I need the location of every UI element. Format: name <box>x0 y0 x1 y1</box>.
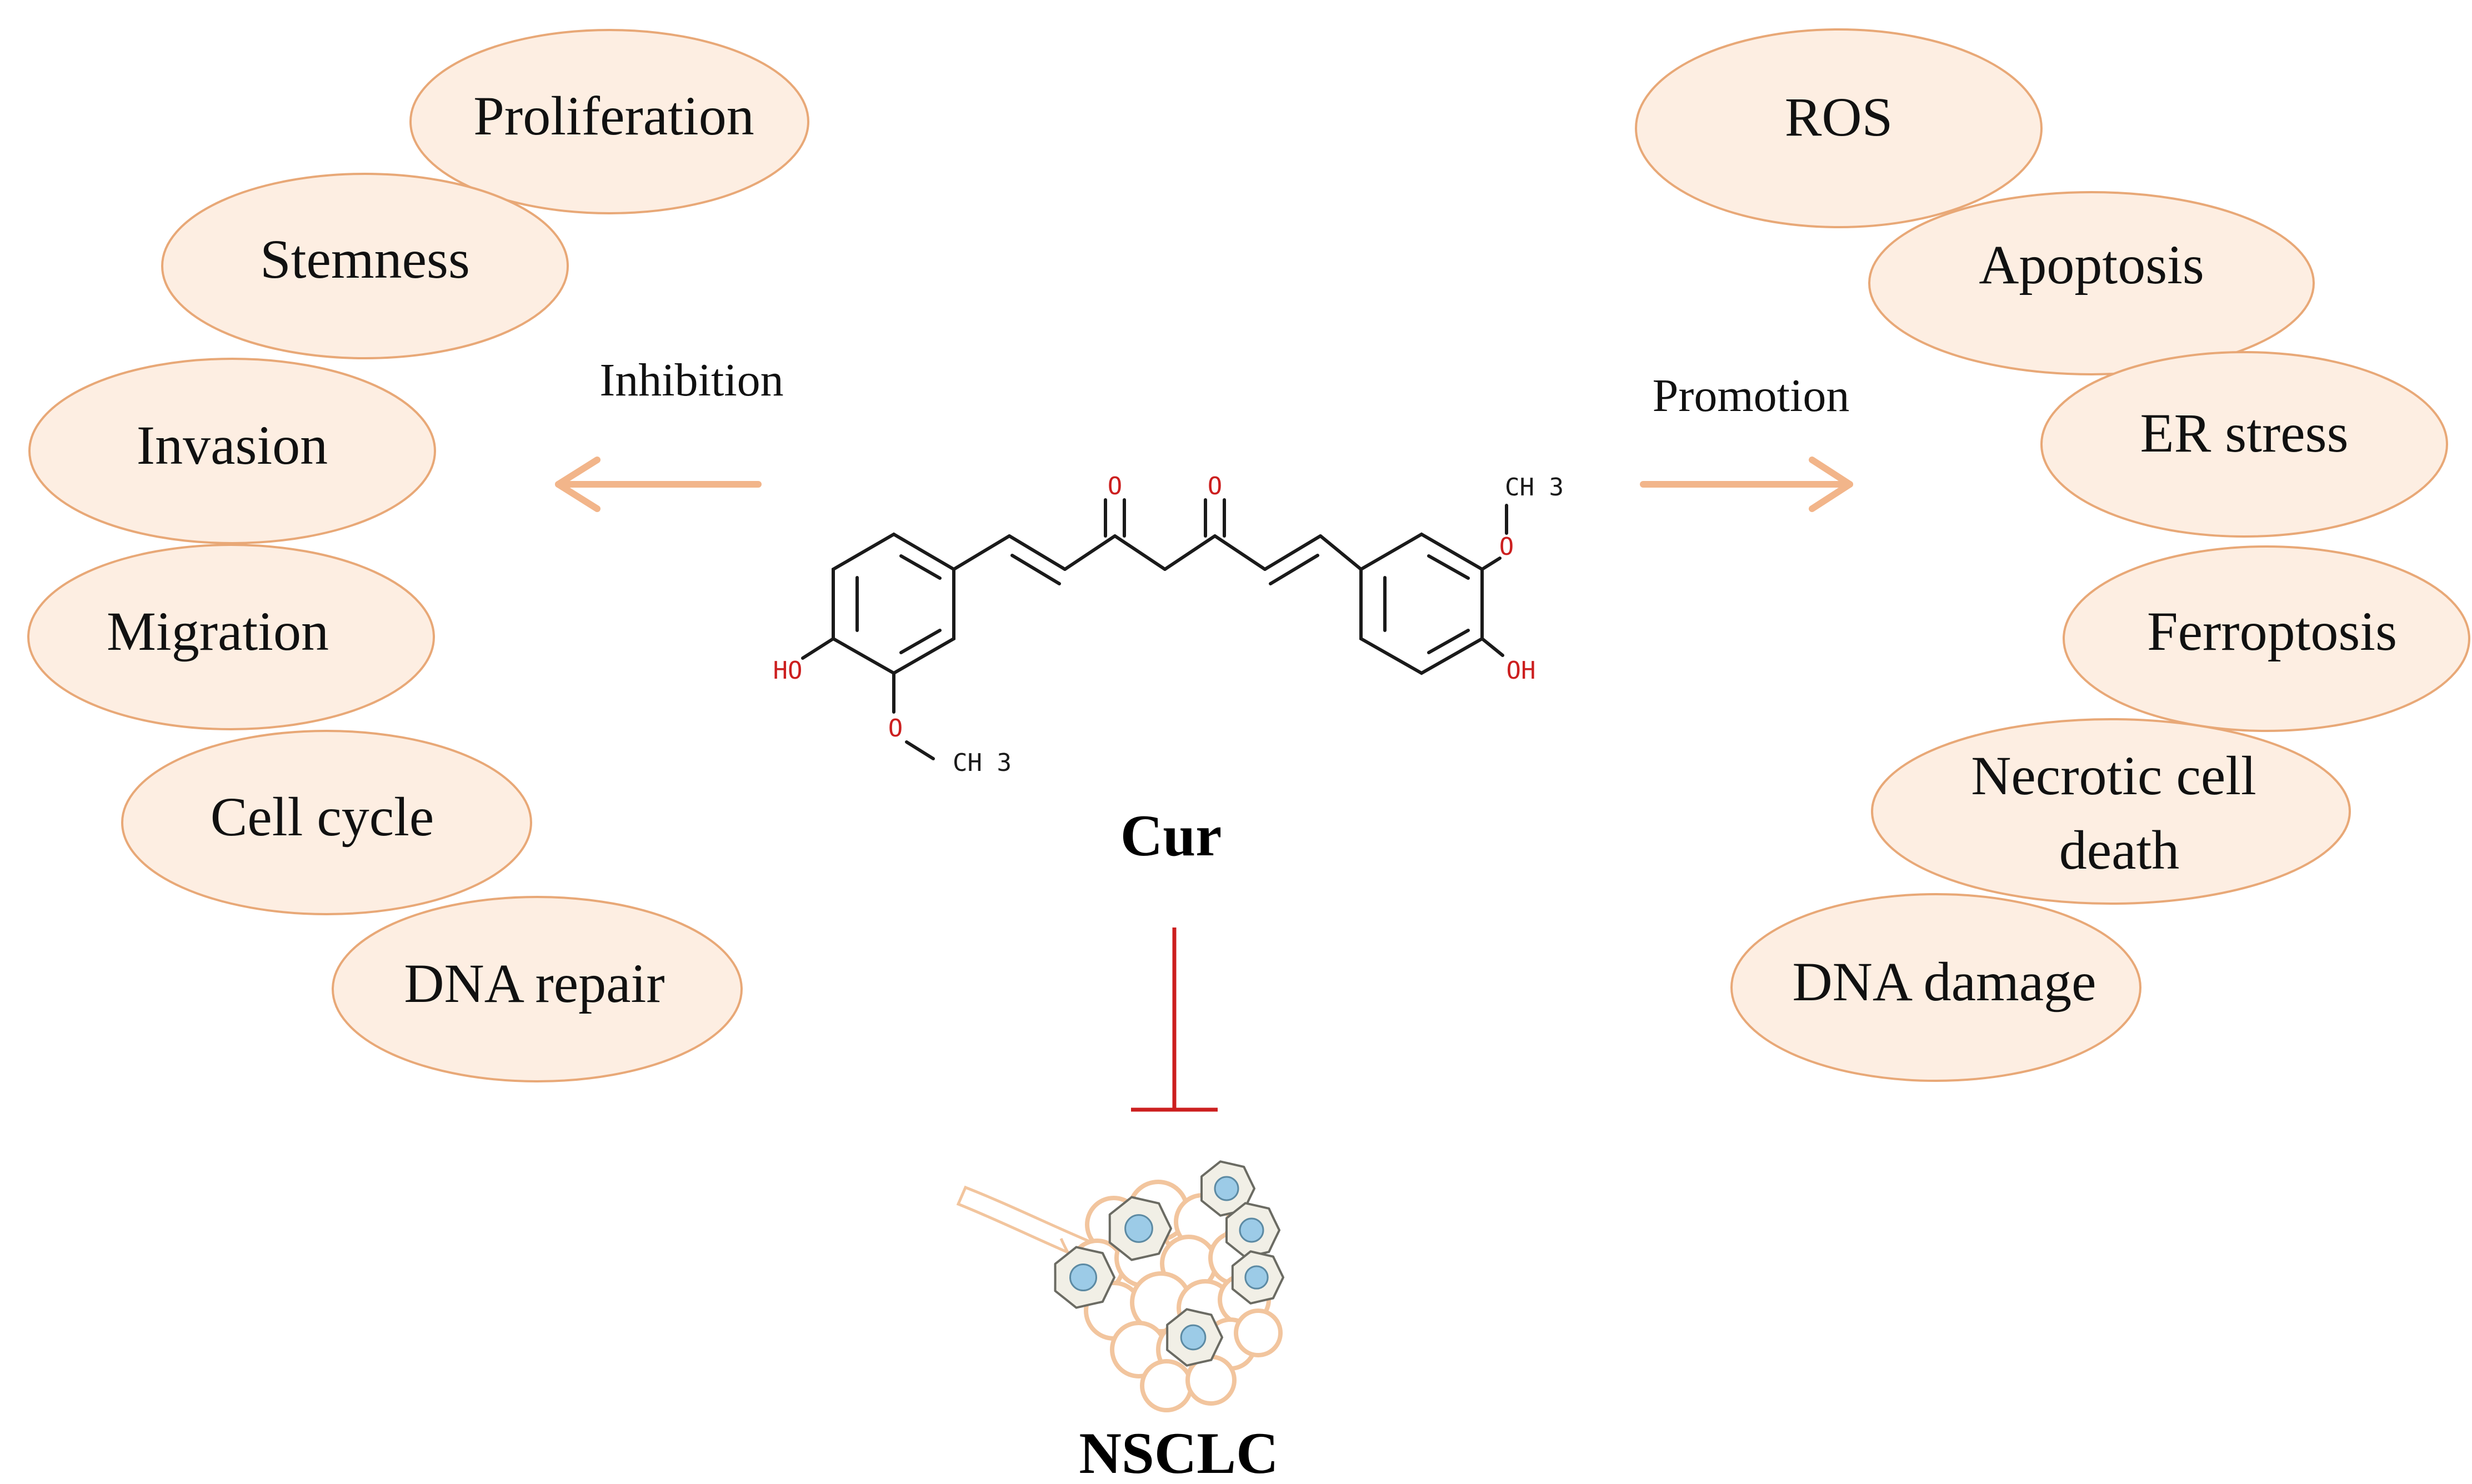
label-dna-repair: DNA repair <box>404 952 664 1014</box>
alveolus <box>1140 1359 1193 1412</box>
ellipse-dna-damage <box>1730 893 2141 1082</box>
alveoli-cancer-cells-icon <box>956 1160 1284 1412</box>
right-ring-outline <box>1359 532 1484 675</box>
left-methyl-bond <box>905 740 935 760</box>
process-ferroptosis: Ferroptosis <box>2063 545 2470 732</box>
left-ring-inner-bond-3 <box>899 629 942 654</box>
chain-bond-1 <box>952 534 1011 571</box>
ellipse-apoptosis <box>1868 191 2315 375</box>
process-proliferation: Proliferation <box>409 29 809 214</box>
label-ferroptosis: Ferroptosis <box>2147 600 2397 662</box>
cancer-cell-nucleus <box>1069 1263 1098 1292</box>
label-death: death <box>2059 819 2180 881</box>
inhibition-label: Inhibition <box>599 354 783 406</box>
ellipse-ros <box>1635 28 2043 228</box>
process-ros: ROS <box>1635 28 2043 228</box>
right-ring-inner-bond-2 <box>1427 554 1470 580</box>
process-necrotic-cell-death: Necrotic cell death <box>1871 718 2351 905</box>
right-methoxy-bond <box>1480 556 1502 571</box>
cancer-cell-nucleus <box>1244 1265 1269 1290</box>
left-ring-inner-bond-2 <box>899 554 942 580</box>
ellipse-migration <box>27 544 435 730</box>
atom-ho-left: HO <box>773 656 803 685</box>
promotion-arrow <box>1640 457 1853 512</box>
right-ring-inner-bond-3 <box>1427 629 1470 654</box>
label-migration: Migration <box>107 600 329 662</box>
alveolus <box>1234 1308 1283 1357</box>
label-dna-damage: DNA damage <box>1792 951 2096 1012</box>
curcumin-structure: O O HO O CH 3 O CH 3 OH <box>773 472 1564 777</box>
atom-o-methoxy-left: O <box>888 714 903 743</box>
inhibition-arrow-head <box>555 457 601 512</box>
ellipse-necrotic-cell-death <box>1871 718 2351 905</box>
atom-ch3-right: CH 3 <box>1505 473 1564 502</box>
cancer-cells <box>1054 1160 1284 1367</box>
label-apoptosis: Apoptosis <box>1979 234 2204 295</box>
ellipse-dna-repair <box>332 896 743 1082</box>
cancer-cell <box>1054 1246 1115 1309</box>
process-dna-repair: DNA repair <box>332 896 743 1082</box>
ellipse-cell-cycle <box>121 730 532 915</box>
ellipse-ferroptosis <box>2063 545 2470 732</box>
atom-o-top-right: O <box>1208 472 1223 500</box>
process-stemness: Stemness <box>161 173 569 359</box>
label-stemness: Stemness <box>260 228 470 290</box>
right-hydroxyl-bond <box>1480 637 1504 657</box>
chain-bond-3 <box>1063 534 1117 571</box>
label-invasion: Invasion <box>137 414 328 476</box>
atom-oh-right: OH <box>1507 656 1536 685</box>
chain-bond-2-double <box>1010 554 1061 585</box>
cancer-cell-nucleus <box>1180 1324 1207 1351</box>
atom-o-methoxy-right: O <box>1499 533 1514 561</box>
label-proliferation: Proliferation <box>473 85 754 147</box>
process-cell-cycle: Cell cycle <box>121 730 532 915</box>
cancer-cell <box>1225 1202 1280 1259</box>
ellipse-stemness <box>161 173 569 359</box>
promotion-label: Promotion <box>1653 370 1850 422</box>
atom-o-top-left: O <box>1108 472 1123 500</box>
chain-bond-4 <box>1113 534 1167 571</box>
chain-bond-8 <box>1319 534 1363 571</box>
promotion-arrow-head <box>1809 457 1853 512</box>
promoted-processes: ROS Apoptosis ER stress Ferroptosis Necr… <box>1635 28 2470 1082</box>
atom-ch3-left: CH 3 <box>953 749 1012 777</box>
chain-bond-6 <box>1213 534 1267 571</box>
cancer-cell <box>1200 1160 1255 1217</box>
process-migration: Migration <box>27 544 435 730</box>
inhibition-arrow <box>555 457 762 512</box>
chain-bond-7-double <box>1269 554 1319 585</box>
cancer-cell <box>1166 1308 1223 1367</box>
ellipse-invasion <box>28 358 436 544</box>
process-dna-damage: DNA damage <box>1730 893 2141 1082</box>
label-necrotic-cell: Necrotic cell <box>1971 745 2256 806</box>
cancer-cell-nucleus <box>1239 1217 1264 1243</box>
cancer-cell <box>1231 1250 1284 1305</box>
label-er-stress: ER stress <box>2140 402 2349 464</box>
label-ros: ROS <box>1785 86 1893 148</box>
cancer-cell-nucleus <box>1214 1176 1239 1201</box>
process-er-stress: ER stress <box>2040 351 2448 538</box>
target-label: NSCLC <box>1079 1421 1278 1484</box>
inhibited-processes: Proliferation Stemness Invasion Migratio… <box>27 29 809 1082</box>
inhibition-t-bar-icon <box>1131 927 1218 1112</box>
label-cell-cycle: Cell cycle <box>211 786 434 848</box>
ellipse-proliferation <box>409 29 809 214</box>
chain-bond-7 <box>1263 534 1322 571</box>
left-ring-outline <box>832 532 955 675</box>
process-apoptosis: Apoptosis <box>1868 191 2315 375</box>
chain-bond-5 <box>1163 534 1217 571</box>
process-invasion: Invasion <box>28 358 436 544</box>
ellipse-er-stress <box>2040 351 2448 538</box>
chain-bond-2 <box>1008 534 1067 571</box>
left-hydroxyl-bond <box>801 637 835 660</box>
cancer-cell <box>1108 1196 1172 1261</box>
cancer-cell-nucleus <box>1124 1214 1153 1243</box>
compound-label: Cur <box>1120 803 1222 868</box>
